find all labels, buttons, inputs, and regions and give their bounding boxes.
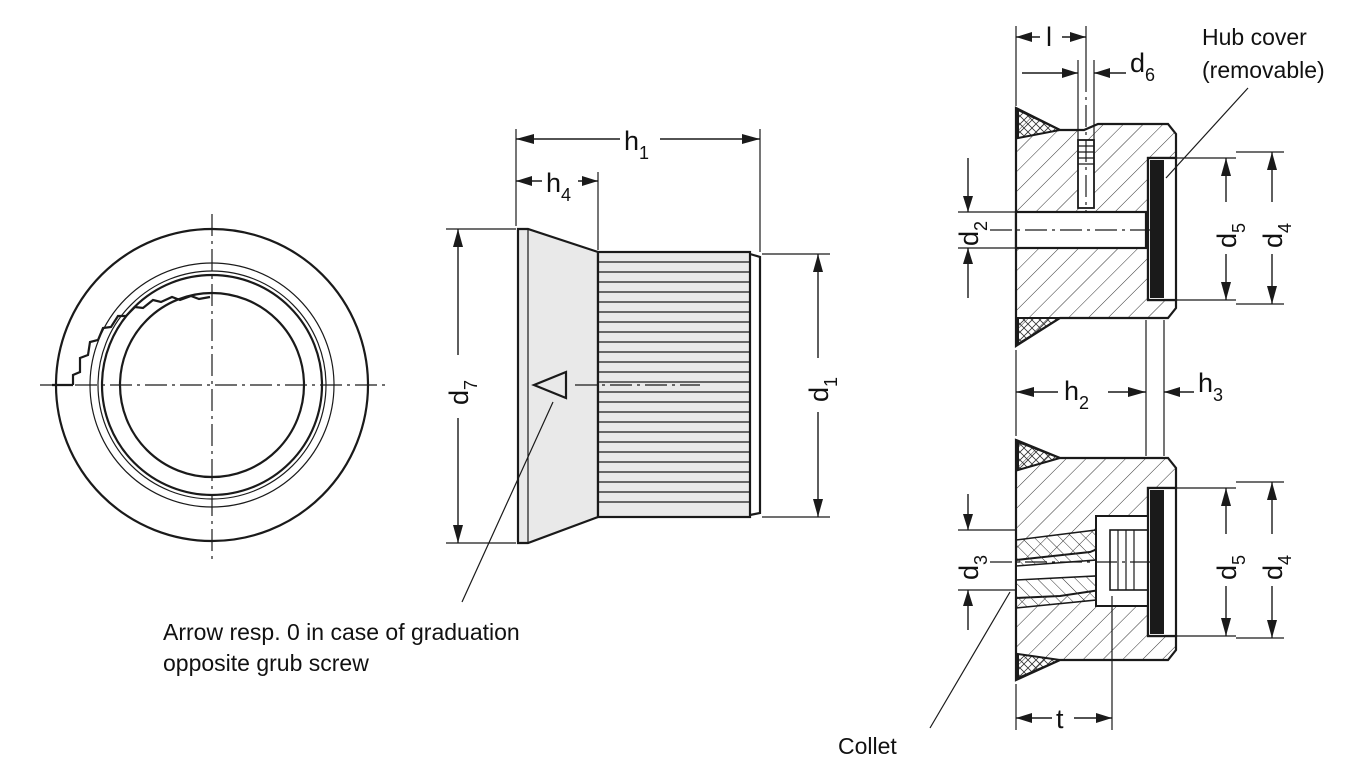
dimension-d5-bottom: d5 xyxy=(1176,487,1249,637)
dimension-d6: d6 xyxy=(1022,48,1155,140)
dimension-h3: h3 xyxy=(1163,320,1223,456)
hub-cover-leader xyxy=(1165,87,1249,179)
h1-label: h xyxy=(624,126,639,156)
svg-text:h3: h3 xyxy=(1198,368,1223,405)
dimension-d2: d2 xyxy=(954,158,1016,298)
dimension-l: l xyxy=(1015,22,1087,106)
svg-text:d5: d5 xyxy=(1212,555,1249,580)
svg-text:l: l xyxy=(1046,22,1052,52)
side-view xyxy=(461,227,762,603)
dimension-d1: d1 xyxy=(762,253,841,518)
svg-text:d2: d2 xyxy=(954,221,991,246)
svg-text:h1: h1 xyxy=(624,126,649,163)
dimension-h2: h2 xyxy=(1015,320,1147,456)
svg-text:d6: d6 xyxy=(1130,48,1155,85)
dimension-t: t xyxy=(1015,596,1113,734)
svg-text:d4: d4 xyxy=(1258,555,1295,580)
hub-cover-note-line1: Hub cover xyxy=(1202,24,1307,50)
collet-note: Collet xyxy=(838,733,897,759)
arrow-note-line1: Arrow resp. 0 in case of graduation xyxy=(163,619,520,645)
svg-text:d5: d5 xyxy=(1212,223,1249,248)
dimension-h1: h1 xyxy=(515,126,761,252)
dimension-d4-bottom: d4 xyxy=(1236,481,1295,639)
arrow-note-line2: opposite grub screw xyxy=(163,650,369,676)
svg-text:t: t xyxy=(1056,704,1064,734)
svg-text:h4: h4 xyxy=(546,168,571,205)
section-view-bottom xyxy=(929,438,1178,729)
svg-text:d1: d1 xyxy=(804,377,841,402)
dimension-d3: d3 xyxy=(954,494,1016,630)
dimension-h4: h4 xyxy=(516,168,599,250)
dimension-d4-top: d4 xyxy=(1236,151,1295,305)
hub-cover-note-line2: (removable) xyxy=(1202,57,1325,83)
svg-text:d4: d4 xyxy=(1258,223,1295,248)
svg-text:d7: d7 xyxy=(444,380,481,405)
dimension-d5-top: d5 xyxy=(1176,157,1249,301)
section-view-top xyxy=(990,70,1178,349)
front-view xyxy=(40,214,385,560)
svg-text:d3: d3 xyxy=(954,555,991,580)
svg-text:h2: h2 xyxy=(1064,376,1089,413)
dimension-d7: d7 xyxy=(444,228,516,544)
